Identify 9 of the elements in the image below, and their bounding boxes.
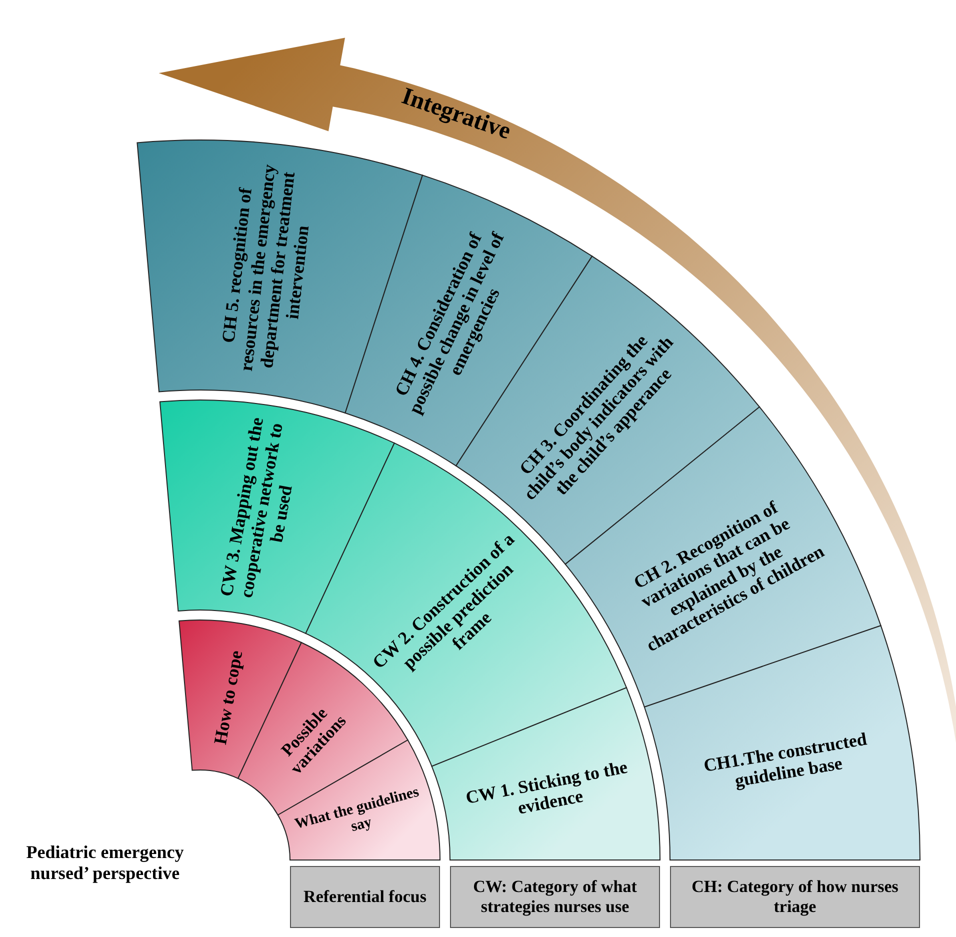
category-bar: CW: Category of what strategies nurses use: [450, 866, 660, 928]
category-bar: Referential focus: [290, 866, 440, 928]
segment-label: CH 5. recognition of resources in the emergency department for treatment intervention: [217, 162, 314, 374]
segment-label: CH1.The constructed guideline base: [701, 727, 870, 792]
category-bar: CH: Category of how nurses triage: [670, 866, 920, 928]
perspective-label: Pediatric emergency nursed’ perspective: [25, 842, 185, 884]
segment-label: How to cope: [210, 649, 247, 746]
segment-label: CW 1. Sticking to the evidence: [463, 756, 630, 820]
segment-label: CW 3. Mapping out the cooperative network to be used: [215, 414, 298, 602]
